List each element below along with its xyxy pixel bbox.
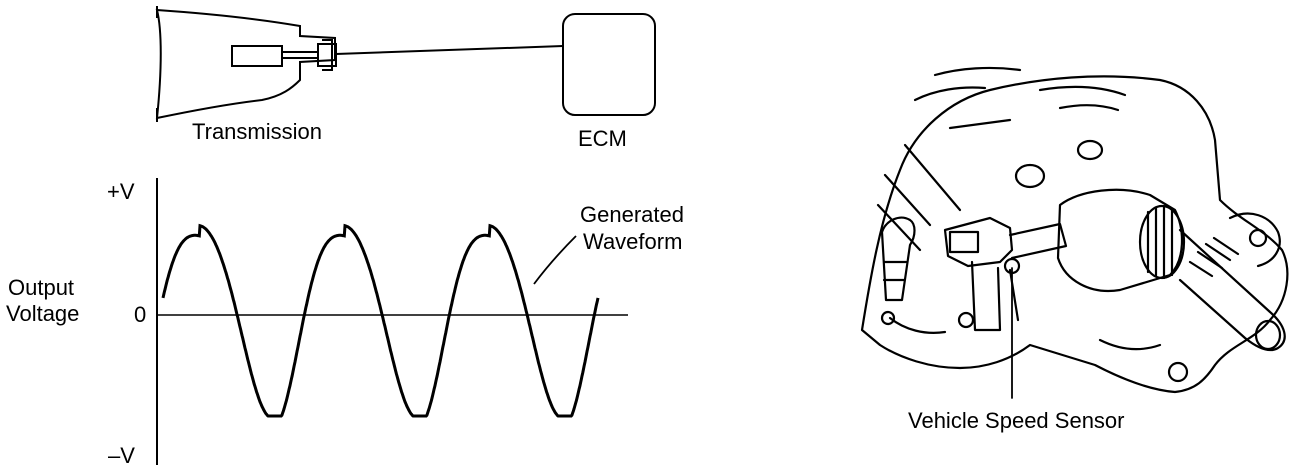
y-bottom-label: –V <box>108 443 135 468</box>
y-top-label: +V <box>107 179 135 204</box>
callout-leader <box>533 235 577 285</box>
callout-label-line2: Waveform <box>583 229 682 254</box>
callout-label-line1: Generated <box>580 202 684 227</box>
sensor-body <box>231 45 283 67</box>
block-diagram <box>155 6 656 122</box>
y-axis-label-line2: Voltage <box>6 301 79 326</box>
y-axis-label-line1: Output <box>8 275 74 300</box>
ecm-label: ECM <box>578 126 627 151</box>
vehicle-speed-sensor-label: Vehicle Speed Sensor <box>908 408 1125 433</box>
speed-sensor-illustration <box>860 66 1289 399</box>
transmission-case <box>155 8 336 120</box>
ecm-box <box>562 13 656 116</box>
waveform-plot <box>156 178 628 465</box>
generated-waveform-curve <box>161 223 600 418</box>
connector <box>317 39 337 71</box>
y-zero-label: 0 <box>134 302 146 327</box>
transmission-label: Transmission <box>192 119 322 144</box>
signal-wire <box>335 45 564 55</box>
